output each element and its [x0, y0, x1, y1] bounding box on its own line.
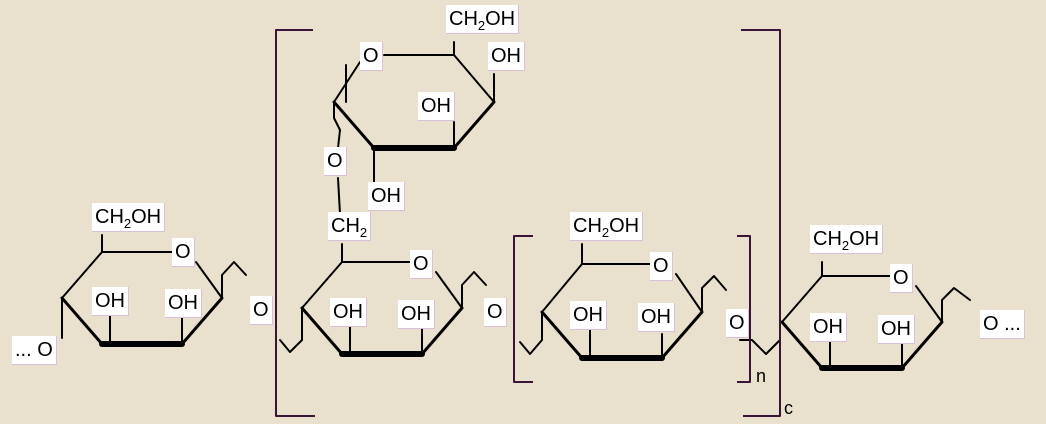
ring-2-oh-right: OH [398, 300, 435, 329]
ring-4-oh-right: OH [638, 303, 675, 332]
ring-4-oh-left: OH [570, 301, 607, 330]
right-chain-continuation: O ... [980, 310, 1025, 339]
ring-3-bonds [332, 41, 496, 215]
ring-3-oh-bottom: OH [368, 182, 405, 211]
ring-1-ch2oh-label: CH2OH [92, 203, 166, 232]
ring-5-ch2oh-label: CH2OH [810, 225, 884, 254]
ring-4-ch2oh-label: CH2OH [570, 212, 644, 241]
ring-3-ring-oxygen: O [360, 42, 383, 71]
ring-4-bonds [519, 243, 781, 361]
ring-2-bonds [279, 243, 487, 357]
ring-2-ring-oxygen: O [410, 250, 433, 279]
repeat-subscript-n: n [756, 366, 767, 386]
bracket-n-left [513, 235, 533, 383]
glycosidic-oxygen-1: O [250, 296, 273, 325]
ring-5-ring-oxygen: O [890, 264, 913, 293]
bracket-c-right [741, 29, 781, 417]
ring-3-oh-middle: OH [418, 92, 455, 121]
ring-1-ring-oxygen: O [172, 238, 195, 267]
ring-5-oh-right: OH [878, 315, 915, 344]
repeat-subscript-c: c [784, 398, 793, 418]
ring-1-bonds [60, 234, 247, 347]
branch-ch2-label: CH2 [328, 212, 372, 241]
ring-5-oh-left: OH [810, 313, 847, 342]
ring-1-oh-right: OH [165, 289, 202, 318]
bracket-c-left [275, 29, 315, 417]
bracket-n-right [737, 235, 751, 383]
ring-1-oh-left: OH [92, 287, 129, 316]
ring-3-oh-top: OH [488, 42, 525, 71]
ring-5-bonds [780, 261, 971, 371]
left-chain-continuation: ... O [12, 336, 57, 365]
ring-4-ring-oxygen: O [650, 252, 673, 281]
branch-linkage-oxygen: O [324, 147, 347, 176]
glycosidic-oxygen-3: O [726, 309, 749, 338]
brackets [275, 29, 781, 417]
ring-2-oh-left: OH [330, 298, 367, 327]
ring-3-ch2oh-label: CH2OH [446, 5, 520, 34]
glycosidic-oxygen-2: O [484, 298, 507, 327]
